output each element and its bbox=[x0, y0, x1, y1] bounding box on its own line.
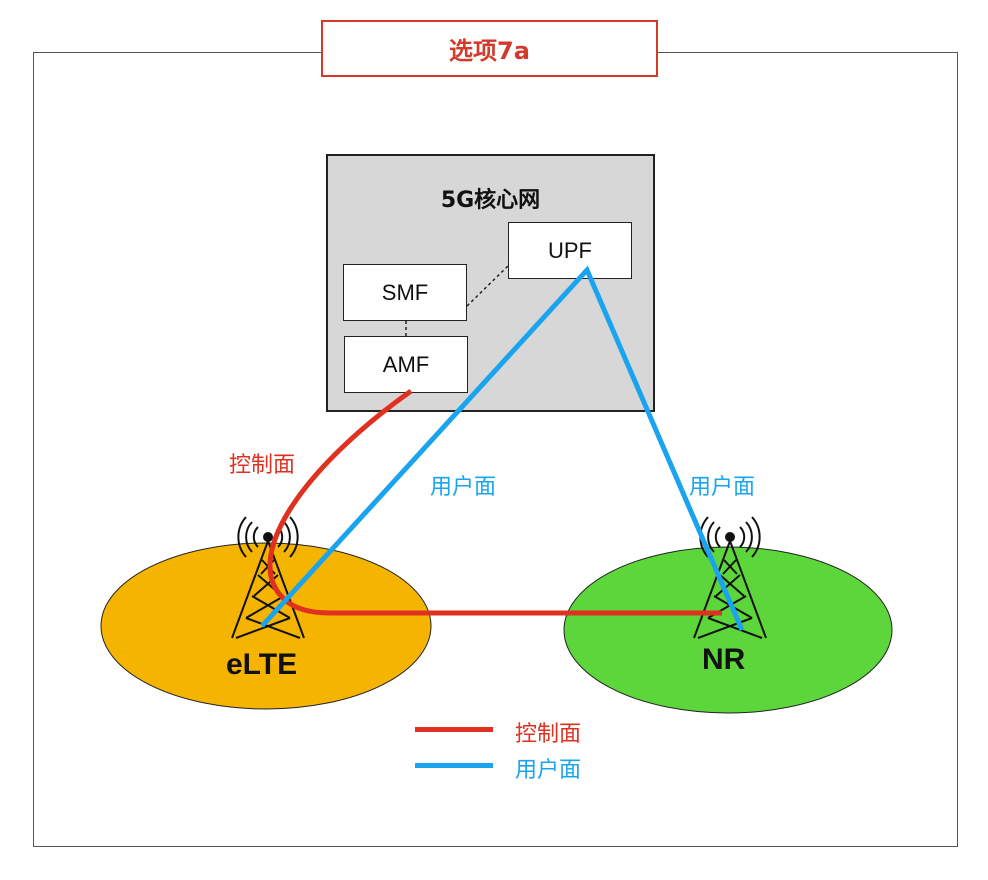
nr-cell bbox=[563, 546, 893, 714]
legend-user-plane-swatch bbox=[415, 763, 493, 768]
smf-node: SMF bbox=[343, 264, 467, 321]
nr-cell-label: NR bbox=[702, 643, 746, 676]
diagram-title: 选项7a bbox=[321, 20, 658, 77]
amf-node: AMF bbox=[344, 336, 468, 393]
legend-control-plane-label: 控制面 bbox=[515, 722, 582, 747]
legend-control-plane-swatch bbox=[415, 727, 493, 732]
upf-node: UPF bbox=[508, 222, 632, 279]
legend-user-plane-label: 用户面 bbox=[515, 758, 582, 783]
user-plane-label-left: 用户面 bbox=[430, 475, 497, 500]
elte-cell-label: eLTE bbox=[226, 648, 298, 681]
control-plane-label: 控制面 bbox=[229, 453, 296, 478]
core-network-title: 5G核心网 bbox=[440, 188, 541, 213]
user-plane-label-right: 用户面 bbox=[689, 475, 756, 500]
